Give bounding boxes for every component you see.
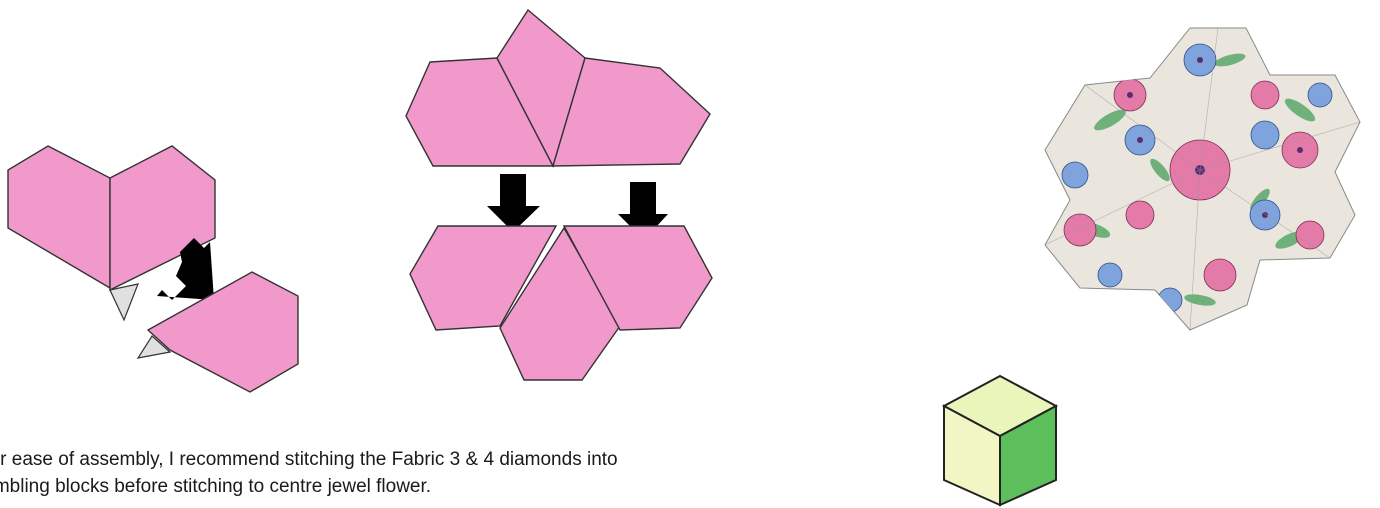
instruction-caption: For ease of assembly, I recommend stitch…: [0, 446, 618, 500]
seam-allowance-tab-1: [110, 284, 138, 320]
diamond-left-1: [8, 146, 110, 288]
caption-line-1: For ease of assembly, I recommend stitch…: [0, 446, 618, 473]
tumbling-block-cube: [944, 376, 1056, 505]
middle-assembly: [406, 10, 712, 380]
diamond-left-3: [148, 272, 298, 392]
arrow-down-left: [487, 174, 540, 232]
fabric-jewel-flower: [1045, 28, 1360, 330]
left-assembly: [8, 146, 298, 392]
caption-line-2: tumbling blocks before stitching to cent…: [0, 473, 618, 500]
